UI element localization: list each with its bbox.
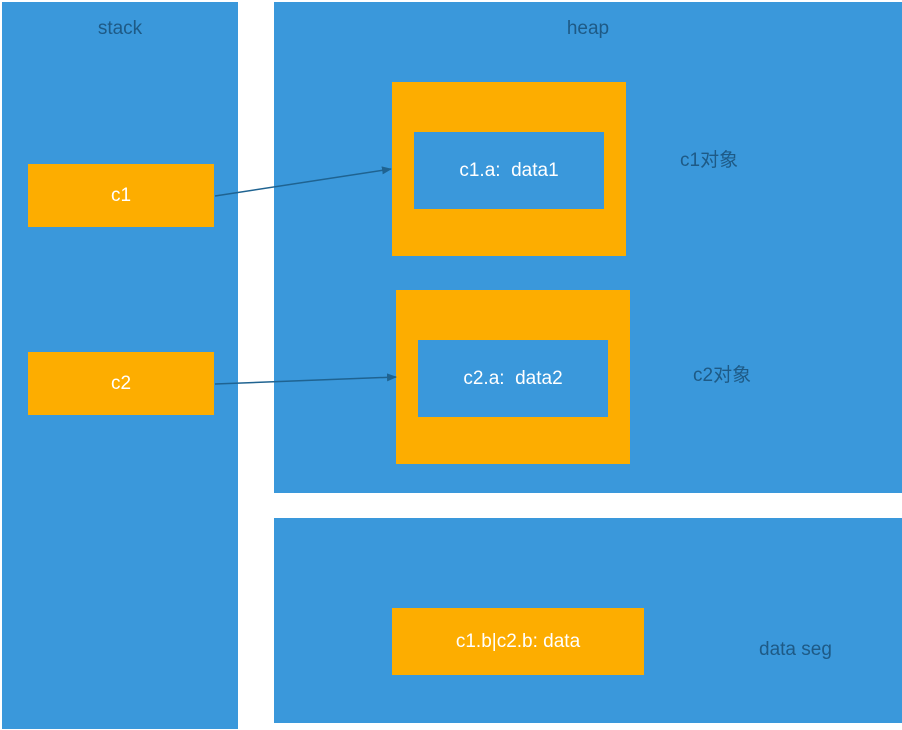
data-seg-value: c1.b|c2.b: data	[392, 608, 644, 675]
heap-object-c1-caption: c1对象	[680, 150, 739, 171]
data-seg-title: data seg	[759, 639, 832, 660]
stack-var-c2: c2	[28, 352, 214, 415]
heap-title: heap	[566, 18, 610, 39]
arrow-c1-to-object	[214, 166, 392, 197]
arrow-c2-to-object	[214, 373, 397, 385]
heap-object-c2-caption: c2对象	[693, 365, 752, 386]
heap-object-c1-field: c1.a: data1	[414, 132, 604, 209]
heap-object-c2-field: c2.a: data2	[418, 340, 608, 417]
stack-var-c1: c1	[28, 164, 214, 227]
stack-title: stack	[97, 18, 143, 39]
